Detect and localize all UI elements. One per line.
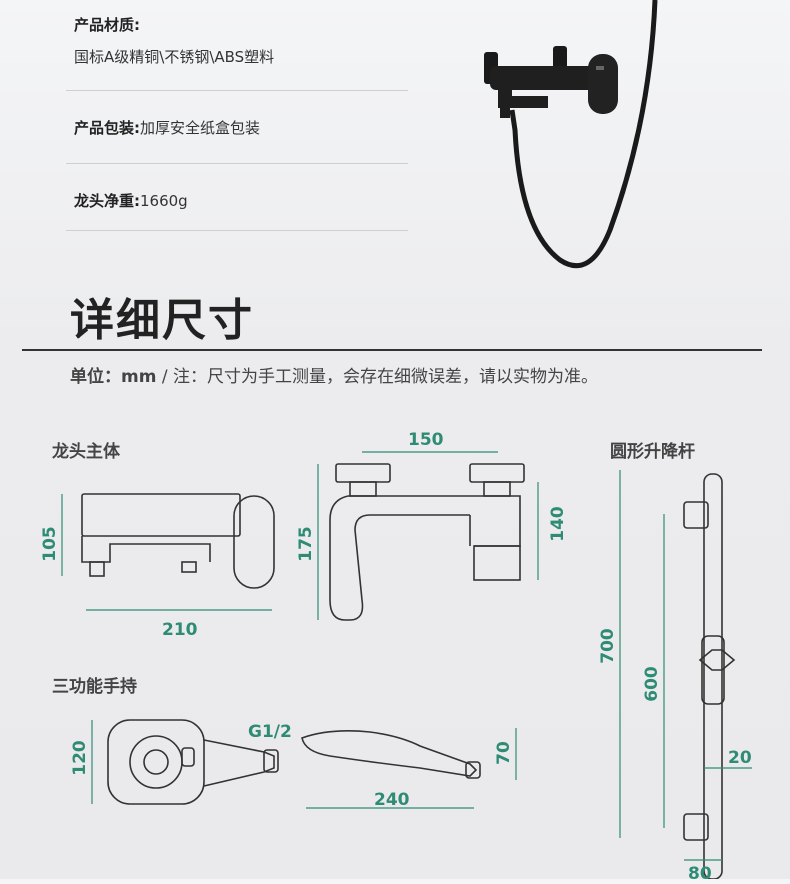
handheld-face-height-label: 120 xyxy=(69,740,90,776)
handheld-thread-label: G1/2 xyxy=(248,722,292,742)
section-title: 详细尺寸 xyxy=(70,295,254,346)
rail-drawing xyxy=(683,473,736,879)
faucet-width-label: 210 xyxy=(162,620,198,640)
handheld-side-drawing xyxy=(301,730,481,779)
unit-note: 单位：mm / 注：尺寸为手工测量，会存在细微误差，请以实物为准。 xyxy=(70,362,598,387)
faucet-side-drawing xyxy=(329,463,525,621)
unit-note-text: / 注：尺寸为手工测量，会存在细微误差，请以实物为准。 xyxy=(156,367,598,387)
handheld-length-label: 240 xyxy=(374,790,410,810)
divider xyxy=(66,90,408,91)
spec-weight-value: 1660g xyxy=(140,192,188,210)
spec-package-value: 加厚安全纸盒包装 xyxy=(140,119,261,137)
faucet-body-image xyxy=(490,66,600,90)
spec-package-label: 产品包装: xyxy=(74,119,140,137)
spec-package: 产品包装:加厚安全纸盒包装 xyxy=(74,117,260,138)
hose-image xyxy=(509,0,658,269)
handheld-section-title: 三功能手持 xyxy=(52,677,137,697)
handheld-side-height-label: 70 xyxy=(493,741,514,765)
unit-label: 单位：mm xyxy=(70,367,157,387)
rail-slider-range-label: 600 xyxy=(641,666,662,702)
faucet-side-depth-label: 140 xyxy=(547,506,568,542)
rail-bracket-label: 80 xyxy=(688,864,712,884)
rail-section-title: 圆形升降杆 xyxy=(610,442,695,462)
spec-weight: 龙头净重:1660g xyxy=(74,190,188,211)
handheld-front-drawing xyxy=(107,719,279,805)
divider xyxy=(66,230,408,231)
spec-material: 产品材质: xyxy=(74,14,140,35)
title-underline xyxy=(22,349,762,351)
faucet-section-title: 龙头主体 xyxy=(52,442,120,462)
faucet-side-height-label: 175 xyxy=(295,526,316,562)
faucet-height-label: 105 xyxy=(39,526,60,562)
dimension-lines xyxy=(61,451,752,861)
faucet-front-drawing xyxy=(81,493,275,589)
spec-material-value-row: 国标A级精铜\不锈钢\ABS塑料 xyxy=(74,46,274,67)
spec-material-value: 国标A级精铜\不锈钢\ABS塑料 xyxy=(74,48,275,66)
faucet-top-width-label: 150 xyxy=(408,430,444,450)
rail-diameter-label: 20 xyxy=(728,748,752,768)
spec-weight-label: 龙头净重: xyxy=(74,192,140,210)
spec-material-label: 产品材质: xyxy=(74,16,140,34)
divider xyxy=(66,163,408,164)
rail-total-height-label: 700 xyxy=(597,628,618,664)
